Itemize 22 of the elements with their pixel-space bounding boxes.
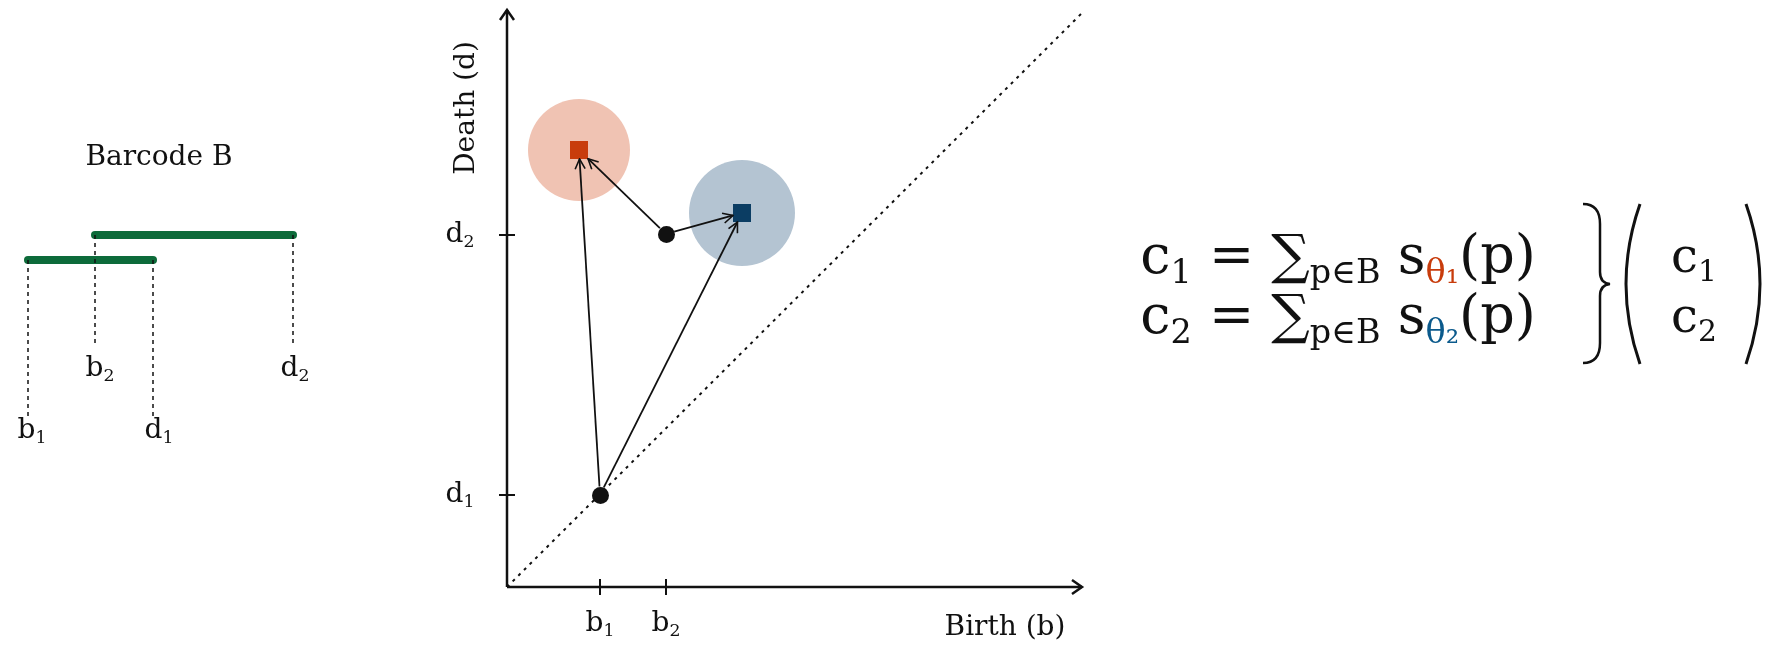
formula: c$_{1}$ = ∑$_{p∈B}$ s$_{θ₁}$(p) — [1140, 227, 1536, 289]
point-dot — [591, 486, 609, 504]
centre-square — [570, 141, 588, 159]
arrow — [587, 157, 661, 229]
vector-entry: c$_{2}$ — [1671, 290, 1717, 346]
arrow — [602, 221, 739, 489]
endpoint-label: d$_{1}$ — [144, 415, 174, 447]
tick-label: d$_{1}$ — [445, 479, 475, 511]
axis-title: Death (d) — [451, 41, 479, 175]
tick-label: b$_{2}$ — [651, 608, 681, 640]
arrow — [673, 212, 734, 233]
axis-title: Birth (b) — [944, 612, 1066, 640]
endpoint-label: b$_{2}$ — [85, 353, 115, 385]
endpoint-label: d$_{2}$ — [280, 353, 310, 385]
vector-entry: c$_{1}$ — [1671, 230, 1717, 286]
endpoint-label: b$_{1}$ — [17, 415, 47, 447]
tick-label: b$_{1}$ — [585, 608, 615, 640]
barcode-title: Barcode B — [85, 142, 233, 170]
point-dot — [657, 225, 675, 243]
tick-label: d$_{2}$ — [445, 219, 475, 251]
arrow — [574, 158, 601, 488]
centre-square — [733, 204, 751, 222]
